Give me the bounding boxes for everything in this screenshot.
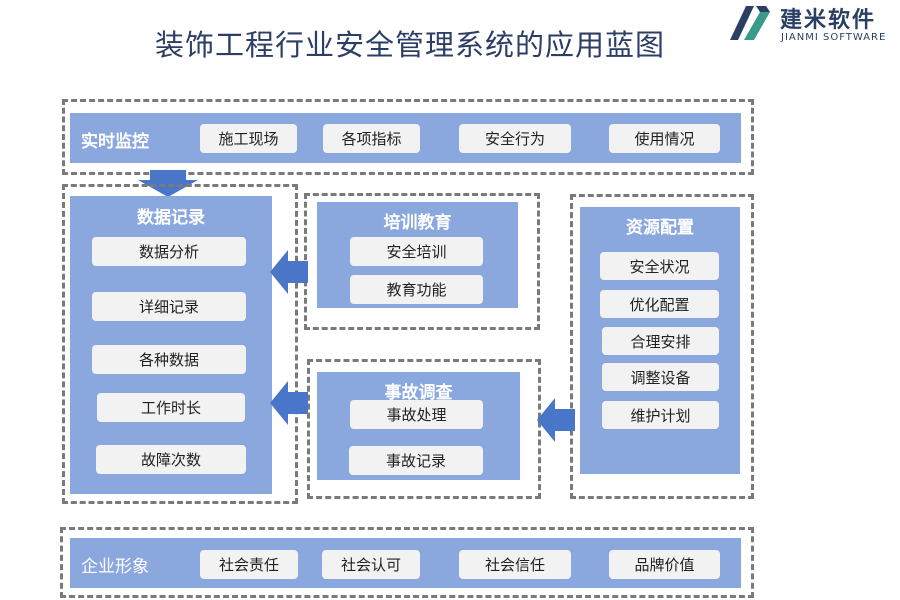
realtime-item: 使用情况: [609, 124, 720, 153]
accident-item: 事故记录: [349, 446, 483, 475]
image-band: 企业形象 社会责任 社会认可 社会信任 品牌价值: [70, 538, 741, 588]
accident-panel: 事故调查 事故处理 事故记录: [317, 372, 520, 480]
data-record-panel: 数据记录 数据分析 详细记录 各种数据 工作时长 故障次数: [70, 196, 272, 494]
page-title: 装饰工程行业安全管理系统的应用蓝图: [154, 28, 665, 62]
resource-frame: [570, 194, 754, 499]
resource-title: 资源配置: [626, 218, 694, 238]
realtime-band: 实时监控 施工现场 各项指标 安全行为 使用情况: [70, 113, 741, 163]
realtime-frame: [62, 99, 754, 175]
image-label: 企业形象: [81, 557, 149, 577]
logo-subtitle: JIANMI SOFTWARE: [781, 32, 887, 43]
data-record-item: 各种数据: [92, 345, 246, 374]
data-record-item: 详细记录: [92, 292, 246, 321]
brand-logo: 建米软件 JIANMI SOFTWARE: [726, 0, 900, 48]
training-panel: 培训教育 安全培训 教育功能: [317, 202, 518, 308]
left-arrow-icon: [537, 398, 575, 442]
training-title: 培训教育: [383, 213, 452, 233]
resource-item: 维护计划: [602, 401, 719, 429]
image-item: 品牌价值: [609, 550, 720, 579]
resource-item: 调整设备: [602, 363, 719, 391]
training-item: 教育功能: [350, 275, 483, 304]
left-arrow-icon: [270, 250, 308, 294]
training-item: 安全培训: [350, 237, 483, 266]
left-arrow-icon: [270, 381, 308, 425]
resource-item: 优化配置: [600, 290, 719, 318]
accident-item: 事故处理: [350, 400, 483, 429]
image-item: 社会信任: [459, 550, 571, 579]
down-arrow-icon: [138, 170, 198, 197]
realtime-label: 实时监控: [81, 132, 149, 152]
accident-frame: [307, 359, 541, 499]
realtime-item: 各项指标: [323, 124, 420, 153]
data-record-item: 故障次数: [96, 445, 246, 474]
data-record-item: 工作时长: [97, 393, 245, 422]
realtime-item: 施工现场: [200, 124, 297, 153]
data-record-frame: [62, 184, 298, 504]
resource-item: 安全状况: [600, 252, 719, 280]
data-record-title: 数据记录: [137, 208, 205, 228]
resource-panel: 资源配置 安全状况 优化配置 合理安排 调整设备 维护计划: [580, 207, 740, 474]
jianmi-logo-icon: [730, 6, 770, 40]
data-record-item: 数据分析: [92, 237, 246, 266]
accident-title: 事故调查: [384, 383, 453, 403]
image-item: 社会责任: [200, 550, 298, 579]
image-frame: [60, 527, 754, 598]
logo-name: 建米软件: [780, 8, 877, 33]
realtime-item: 安全行为: [459, 124, 571, 153]
image-item: 社会认可: [322, 550, 420, 579]
resource-item: 合理安排: [602, 327, 719, 355]
